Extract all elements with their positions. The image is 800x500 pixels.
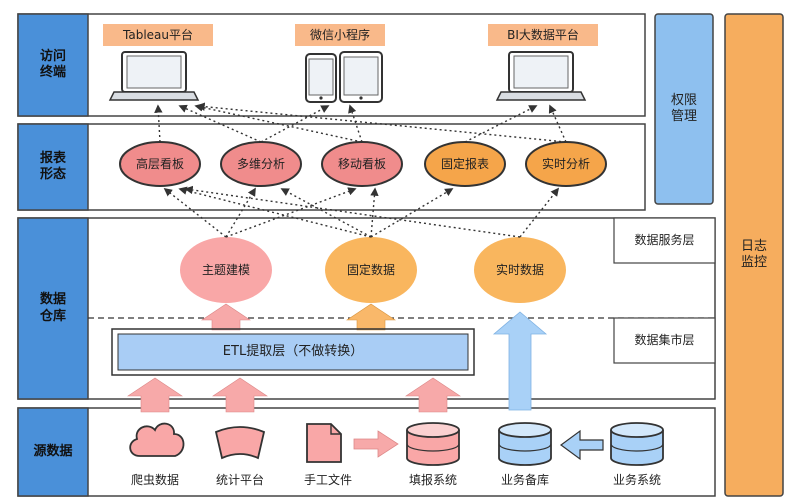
warehouse-node-fixed-data bbox=[325, 237, 417, 303]
arrow-left-to-backup-db bbox=[559, 429, 604, 461]
terminal-label-tableau: Tableau平台 bbox=[123, 27, 193, 42]
source-label-backup-db: 业务备库 bbox=[500, 472, 549, 487]
report-label-exec-board: 高层看板 bbox=[135, 156, 184, 171]
source-label-stats-platform: 统计平台 bbox=[215, 472, 264, 487]
layer-label-report: 报表 形态 bbox=[39, 150, 66, 182]
terminal-label-bi: BI大数据平台 bbox=[507, 27, 579, 42]
laptop-icon bbox=[108, 51, 200, 101]
arrow-up-realtime bbox=[492, 311, 548, 411]
terminal-tag-bi bbox=[488, 24, 598, 46]
layer-label-access: 访问 终端 bbox=[39, 48, 66, 80]
permission-label: 权限 管理 bbox=[670, 92, 697, 124]
etl-outer-box bbox=[111, 328, 475, 376]
warehouse-node-topic-model bbox=[180, 237, 272, 303]
log-monitor-label: 日志 监控 bbox=[740, 238, 767, 270]
banner-icon bbox=[214, 426, 266, 460]
data-service-layer-tag bbox=[613, 217, 716, 264]
warehouse-label-topic-model: 主题建模 bbox=[201, 262, 250, 277]
terminal-tag-wechat bbox=[295, 24, 385, 46]
report-layer-cell bbox=[17, 123, 89, 211]
report-label-mobile-board: 移动看板 bbox=[337, 156, 386, 171]
permission-panel bbox=[654, 13, 714, 205]
source-layer-cell bbox=[17, 407, 89, 497]
arrow-right-to-form-system bbox=[353, 430, 399, 458]
source-label-form-system: 填报系统 bbox=[408, 472, 457, 487]
etl-label: ETL提取层（不做转换） bbox=[222, 343, 364, 359]
warehouse-to-report-arrows bbox=[163, 185, 560, 238]
report-label-realtime: 实时分析 bbox=[541, 156, 590, 171]
database-icon bbox=[498, 422, 552, 466]
database-icon bbox=[610, 422, 664, 466]
warehouse-label-fixed-data: 固定数据 bbox=[346, 262, 395, 277]
etl-layer-box bbox=[117, 333, 469, 371]
report-label-multidim: 多维分析 bbox=[236, 156, 285, 171]
mobile-phone-icon bbox=[305, 53, 337, 103]
side-tag-data-service: 数据服务层 bbox=[634, 233, 695, 247]
source-label-crawler: 爬虫数据 bbox=[130, 472, 179, 487]
source-up-arrows bbox=[127, 377, 461, 413]
warehouse-node-realtime-data bbox=[474, 237, 566, 303]
terminal-tag-tableau bbox=[103, 24, 213, 46]
log-monitor-panel bbox=[724, 13, 784, 497]
side-tag-data-mart: 数据集市层 bbox=[634, 333, 695, 347]
source-label-manual-files: 手工文件 bbox=[303, 472, 352, 487]
laptop-icon bbox=[495, 51, 587, 101]
warehouse-layer-cell bbox=[17, 217, 89, 400]
document-icon bbox=[306, 423, 342, 463]
cloud-icon bbox=[129, 422, 185, 457]
report-label-fixed-report: 固定报表 bbox=[440, 156, 489, 171]
access-layer-cell bbox=[17, 13, 89, 117]
tablet-icon bbox=[339, 51, 383, 103]
layer-label-source: 源数据 bbox=[33, 443, 73, 459]
layer-label-warehouse: 数据 仓库 bbox=[39, 292, 66, 324]
report-to-terminal-arrows bbox=[154, 102, 567, 143]
terminal-label-wechat: 微信小程序 bbox=[309, 27, 370, 42]
source-label-business-system: 业务系统 bbox=[612, 472, 661, 487]
warehouse-label-realtime-data: 实时数据 bbox=[495, 262, 544, 277]
database-icon bbox=[406, 422, 460, 466]
data-mart-layer-tag bbox=[613, 317, 716, 364]
